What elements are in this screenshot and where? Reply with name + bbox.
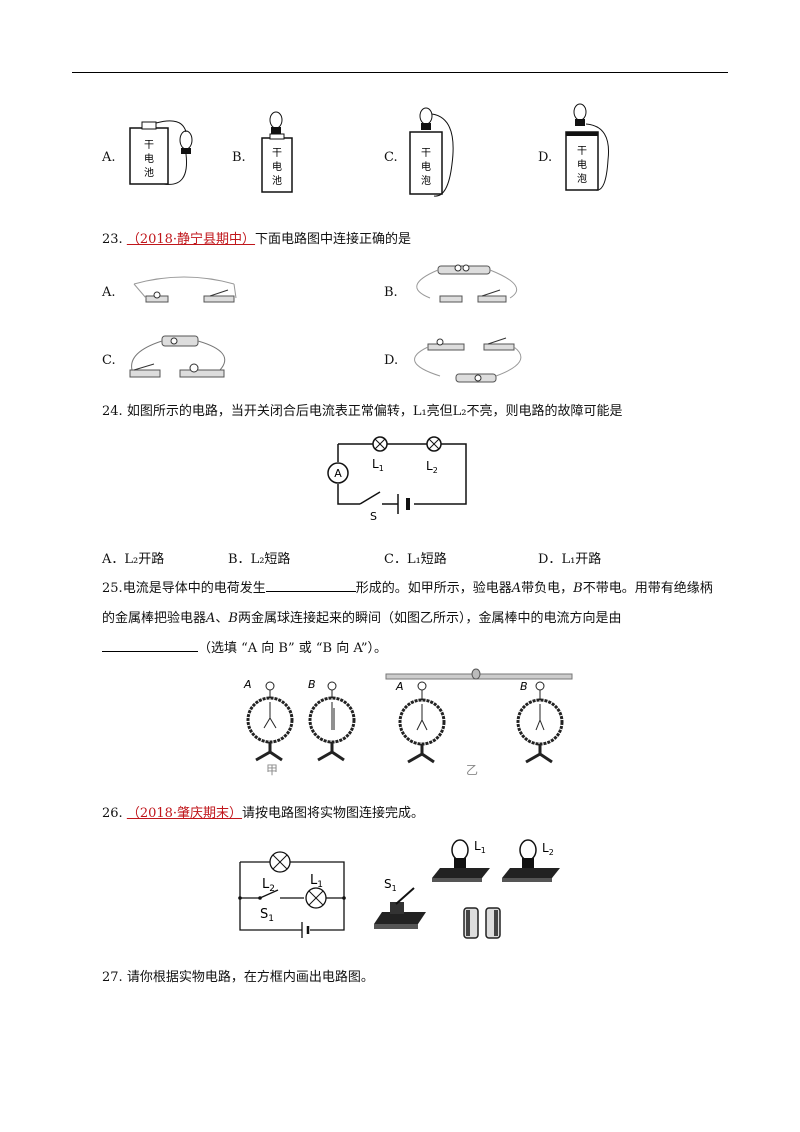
ammeter-label: A <box>334 467 342 480</box>
q25-text-1c: 带负电， <box>521 581 574 596</box>
q26-l2-label: L2 <box>262 877 275 894</box>
q26-l1-label: L1 <box>310 873 323 890</box>
q24-stem: 24. 如图所示的电路，当开关闭合后电流表正常偏转，L₁亮但L₂不亮，则电路的故… <box>102 402 623 422</box>
q27-stem: 27. 请你根据实物电路，在方框内画出电路图。 <box>102 968 374 988</box>
q23-number: 23. <box>102 232 123 247</box>
q22-figure-c: 干 电 泡 <box>409 107 454 197</box>
q25-text-2c: 两金属球连接起来的瞬间（如图乙所示），金属棒中的电流方向是由 <box>237 611 622 626</box>
q26-s1-label: S1 <box>260 907 274 924</box>
q23-figure-d <box>414 337 522 383</box>
l1-label: L1 <box>372 457 384 473</box>
q22-option-d[interactable]: D. <box>538 150 553 165</box>
q22-c-text-3: 泡 <box>421 174 431 187</box>
caption-jia: 甲 <box>266 763 278 777</box>
q24-option-b[interactable]: B．L₂短路 <box>228 552 291 567</box>
caption-yi: 乙 <box>466 763 478 777</box>
q24-option-a[interactable]: A．L₂开路 <box>102 552 165 567</box>
q26-circuit-diagram: L2 L1 S1 <box>238 851 346 938</box>
q25-text-2a: 的金属棒把验电器 <box>102 611 207 626</box>
q24-number: 24. <box>102 404 123 419</box>
q22-option-a[interactable]: A. <box>102 150 116 165</box>
q23-figure-a <box>133 276 237 303</box>
q23-option-a[interactable]: A. <box>102 285 116 300</box>
ammeter-icon <box>327 462 349 484</box>
q23-figure-b <box>416 264 518 303</box>
header-rule <box>72 72 728 73</box>
q27-text: 请你根据实物电路，在方框内画出电路图。 <box>126 970 374 985</box>
switch-label: S <box>370 510 377 523</box>
q22-b-text-1: 干 <box>272 148 282 159</box>
q26-number: 26. <box>102 806 123 821</box>
q25-b-italic: B <box>573 581 583 596</box>
q23-stem: 23. （2018·静宁县期中）下面电路图中连接正确的是 <box>102 230 411 250</box>
q22-a-text-2: 电 <box>144 152 154 165</box>
q25-blank-1[interactable] <box>265 578 356 592</box>
q22-figure-d: 干 电 泡 <box>565 103 610 191</box>
q25-b-italic-2: B <box>228 611 238 626</box>
q23-source: （2018·静宁县期中） <box>126 232 256 247</box>
q22-figure-a: 干 电 池 <box>129 120 193 185</box>
q26-physical-components: S1 L1 L2 <box>374 839 560 939</box>
q27-number: 27. <box>102 970 123 985</box>
q25-a-italic: A <box>511 581 522 596</box>
q25-blank-2[interactable] <box>102 638 198 652</box>
q23-option-c[interactable]: C. <box>102 353 116 368</box>
q25-paragraph: 25.电流是导体中的电荷发生形成的。如甲所示，验电器A带负电，B不带电。用带有绝… <box>102 574 728 664</box>
q25-text-2b: 、 <box>215 611 229 626</box>
q24-circuit-diagram: A L1 L2 S <box>327 436 467 523</box>
q25-text-1d: 不带电。用带有绝缘柄 <box>582 581 713 596</box>
q22-option-c[interactable]: C. <box>384 150 398 165</box>
q25-number: 25. <box>102 581 123 596</box>
q26-l1-physical-label: L1 <box>474 839 486 855</box>
q22-b-text-2: 电 <box>272 160 282 173</box>
q26-text: 请按电路图将实物图连接完成。 <box>242 806 425 821</box>
q23-figure-c <box>129 335 226 378</box>
q22-d-text-2: 电 <box>577 158 587 171</box>
q22-a-text-3: 池 <box>144 166 154 179</box>
q22-b-text-3: 池 <box>272 174 282 187</box>
q23-option-b[interactable]: B. <box>384 285 398 300</box>
q22-c-text-1: 干 <box>421 148 431 159</box>
q25-electroscope-figure: A B 甲 A B 乙 <box>243 668 573 777</box>
electroscope-a-label-2: A <box>395 680 404 693</box>
q26-stem: 26. （2018·肇庆期末）请按电路图将实物图连接完成。 <box>102 804 424 824</box>
q25-a-italic-2: A <box>206 611 216 626</box>
q25-text-3: （选填 “A 向 B” 或 “B 向 A”）。 <box>198 641 387 656</box>
electroscope-a-label: A <box>243 678 252 691</box>
q26-l2-physical-label: L2 <box>542 841 554 857</box>
q23-text: 下面电路图中连接正确的是 <box>255 232 412 247</box>
q25-text-1a: 电流是导体中的电荷发生 <box>122 581 266 596</box>
electroscope-b-label-2: B <box>520 680 528 693</box>
q26-source: （2018·肇庆期末） <box>126 806 243 821</box>
q22-d-text-3: 泡 <box>577 172 587 185</box>
q24-option-c[interactable]: C．L₁短路 <box>384 552 447 567</box>
q24-options: A．L₂开路 B．L₂短路 C．L₁短路 D．L₁开路 <box>102 548 722 568</box>
q22-a-text-1: 干 <box>144 140 154 151</box>
q23-option-d[interactable]: D. <box>384 353 399 368</box>
electroscope-b-label: B <box>308 678 316 691</box>
q24-option-d[interactable]: D．L₁开路 <box>538 552 602 567</box>
l2-label: L2 <box>426 459 438 475</box>
q22-d-text-1: 干 <box>577 146 587 157</box>
q26-s1-physical-label: S1 <box>384 877 397 893</box>
q22-option-b[interactable]: B. <box>232 150 246 165</box>
q22-c-text-2: 电 <box>421 160 431 173</box>
q25-text-1b: 形成的。如甲所示，验电器 <box>355 581 512 596</box>
q24-text: 如图所示的电路，当开关闭合后电流表正常偏转，L₁亮但L₂不亮，则电路的故障可能是 <box>126 404 623 419</box>
q22-figure-b: 干 电 池 <box>261 111 293 193</box>
